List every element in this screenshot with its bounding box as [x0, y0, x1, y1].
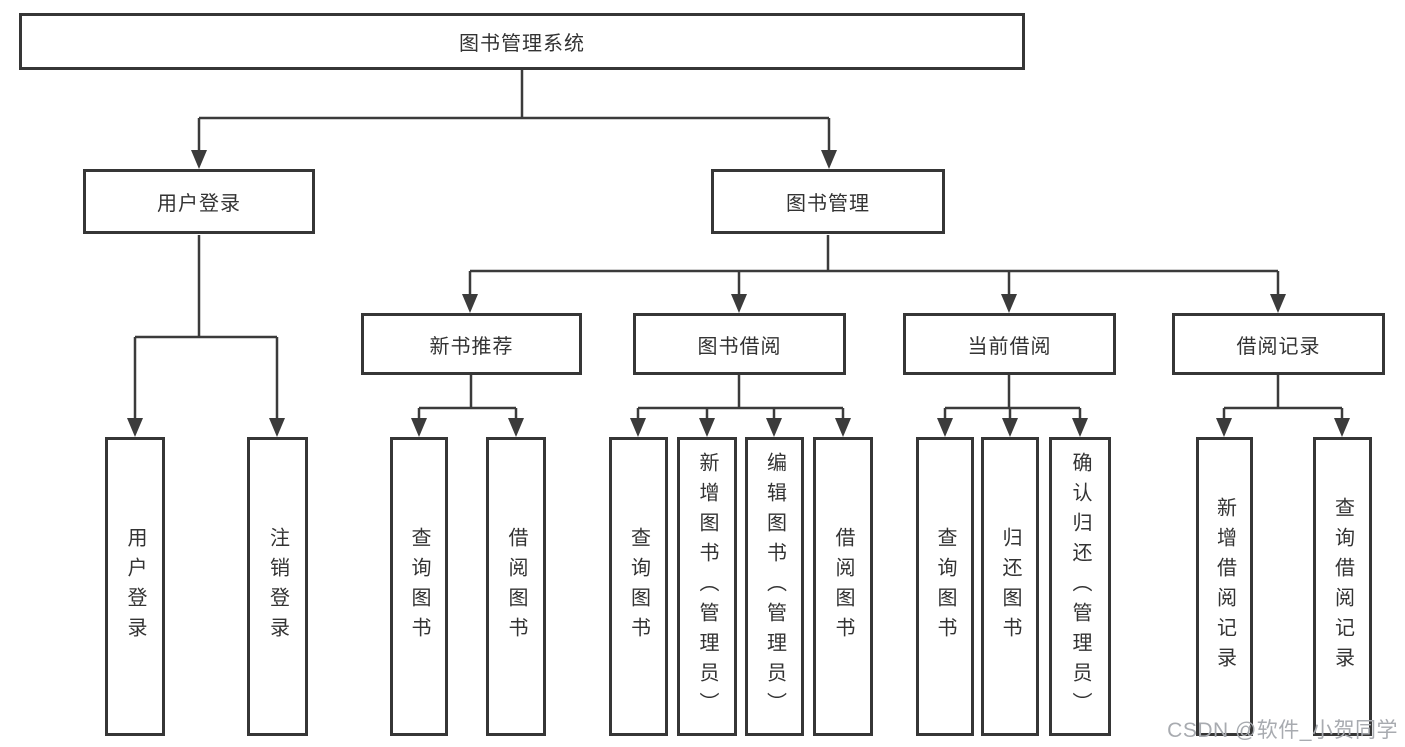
arrowhead-down-icon: [269, 418, 285, 437]
arrowhead-down-icon: [835, 418, 851, 437]
arrowhead-down-icon: [1002, 418, 1018, 437]
node-label: 查询借阅记录: [1331, 496, 1354, 677]
arrowhead-down-icon: [1334, 418, 1350, 437]
node-borrowing-records: 借阅记录: [1172, 313, 1385, 375]
node-label: 查询图书: [408, 526, 430, 647]
arrowhead-down-icon: [1072, 418, 1088, 437]
node-leaf-query-books-3: 查询图书: [916, 437, 974, 736]
node-current-borrowing: 当前借阅: [903, 313, 1116, 375]
node-leaf-add-borrow-record: 新增借阅记录: [1196, 437, 1253, 736]
arrowhead-down-icon: [191, 150, 207, 169]
arrowhead-down-icon: [821, 150, 837, 169]
node-leaf-return-book: 归还图书: [981, 437, 1039, 736]
node-label: 用户登录: [124, 526, 146, 647]
node-book-management: 图书管理: [711, 169, 945, 234]
arrowhead-down-icon: [462, 294, 478, 313]
arrowhead-down-icon: [1216, 418, 1232, 437]
arrowhead-down-icon: [630, 418, 646, 437]
csdn-watermark: CSDN @软件_小贺同学: [1167, 719, 1398, 742]
node-label: 借阅记录: [1236, 335, 1321, 358]
node-leaf-borrow-books-1: 借阅图书: [486, 437, 546, 736]
node-label: 归还图书: [999, 526, 1021, 647]
arrowhead-down-icon: [127, 418, 143, 437]
arrowhead-down-icon: [699, 418, 715, 437]
arrowhead-down-icon: [1001, 294, 1017, 313]
node-book-management-system: 图书管理系统: [19, 13, 1025, 70]
node-label: 当前借阅: [967, 335, 1052, 358]
arrowhead-down-icon: [411, 418, 427, 437]
node-label: 编辑图书（管理员）: [763, 451, 786, 722]
node-new-book-recommend: 新书推荐: [361, 313, 582, 375]
node-label: 图书管理: [786, 193, 870, 215]
node-label: 新增借阅记录: [1213, 496, 1236, 677]
node-label: 用户登录: [157, 193, 241, 215]
node-leaf-edit-book-admin: 编辑图书（管理员）: [745, 437, 804, 736]
node-user-login: 用户登录: [83, 169, 315, 234]
node-label: 借阅图书: [505, 526, 527, 647]
node-label: 借阅图书: [832, 526, 854, 647]
node-leaf-logout: 注销登录: [247, 437, 308, 736]
node-leaf-borrow-books-2: 借阅图书: [813, 437, 873, 736]
node-label: 新书推荐: [429, 335, 514, 358]
node-leaf-confirm-return-admin: 确认归还（管理员）: [1049, 437, 1111, 736]
arrowhead-down-icon: [731, 294, 747, 313]
arrowhead-down-icon: [937, 418, 953, 437]
node-leaf-add-book-admin: 新增图书（管理员）: [677, 437, 737, 736]
arrowhead-down-icon: [766, 418, 782, 437]
node-leaf-query-books-1: 查询图书: [390, 437, 448, 736]
node-label: 查询图书: [934, 526, 956, 647]
node-label: 注销登录: [266, 526, 289, 647]
node-label: 新增图书（管理员）: [696, 451, 718, 722]
arrowhead-down-icon: [1270, 294, 1286, 313]
arrowhead-down-icon: [508, 418, 524, 437]
node-label: 查询图书: [627, 526, 650, 647]
node-label: 图书借阅: [697, 335, 782, 358]
node-leaf-query-borrow-record: 查询借阅记录: [1313, 437, 1372, 736]
node-label: 确认归还（管理员）: [1069, 451, 1091, 722]
node-leaf-query-books-2: 查询图书: [609, 437, 668, 736]
node-leaf-user-login: 用户登录: [105, 437, 165, 736]
node-label: 图书管理系统: [459, 33, 585, 55]
node-book-borrowing: 图书借阅: [633, 313, 846, 375]
